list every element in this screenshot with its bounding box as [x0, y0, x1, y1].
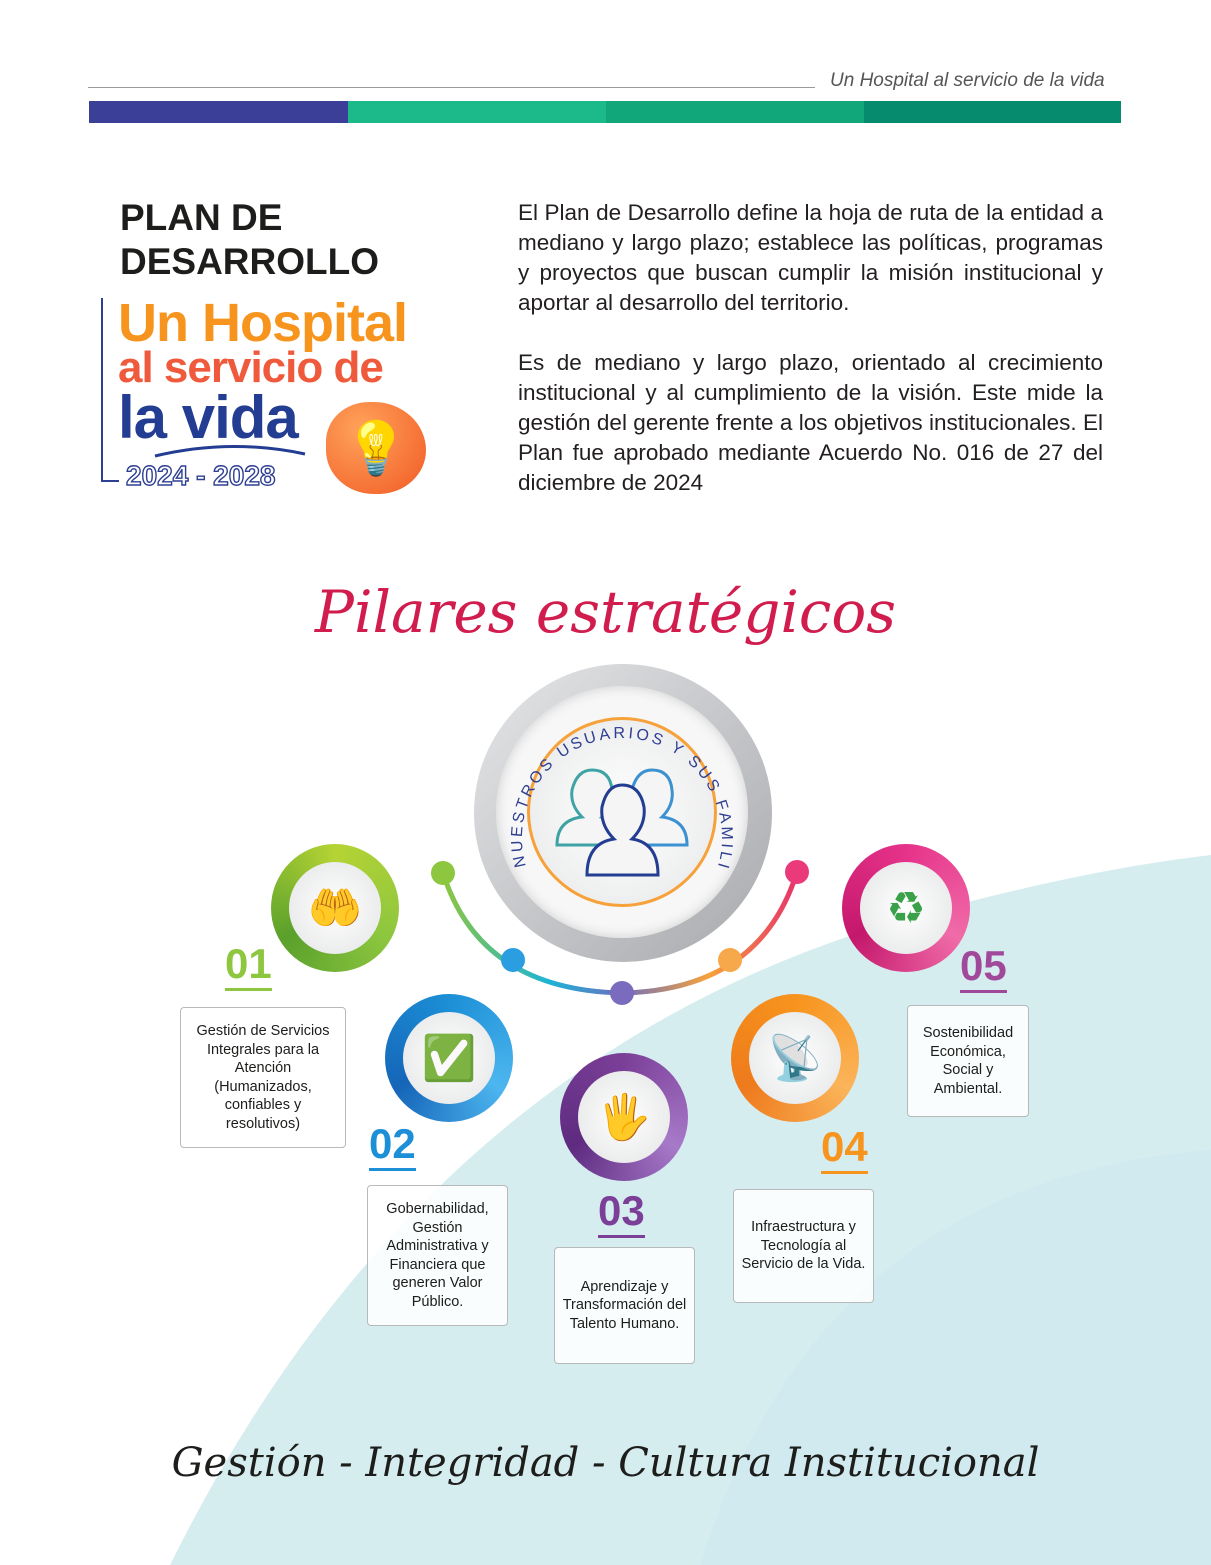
- logo-bracket: [101, 298, 103, 482]
- pillar-description: Gestión de Servicios Integrales para la …: [180, 1007, 346, 1148]
- color-bar-segment: [606, 101, 864, 123]
- pillar-number: 03: [598, 1187, 645, 1238]
- pillar-description: Sostenibilidad Económica, Social y Ambie…: [907, 1005, 1029, 1117]
- section-title: Pilares estratégicos: [314, 578, 897, 646]
- pillar-05-badge: ♻: [842, 844, 970, 972]
- pillar-number: 04: [821, 1123, 868, 1174]
- pillar-description: Aprendizaje y Transformación del Talento…: [554, 1247, 695, 1364]
- pillar-01-badge: 🤲: [271, 844, 399, 972]
- recycle-icon: ♻: [860, 862, 952, 954]
- lightbulb-icon: 💡: [326, 402, 426, 494]
- logo-line-2: al servicio de: [118, 343, 384, 392]
- connector-dot: [501, 948, 525, 972]
- connector-dot: [610, 981, 634, 1005]
- logo-bracket: [101, 480, 119, 482]
- header-tagline: Un Hospital al servicio de la vida: [830, 70, 1105, 91]
- pillar-03-badge: 🖐: [560, 1053, 688, 1181]
- connector-dot: [785, 860, 809, 884]
- logo-years: 2024 - 2028: [125, 459, 276, 491]
- pillar-number: 01: [225, 940, 272, 991]
- header-rule: [88, 87, 815, 88]
- intro-paragraph: Es de mediano y largo plazo, orientado a…: [518, 350, 1103, 495]
- pillar-02-badge: ✅: [385, 994, 513, 1122]
- hands-heart-icon: 🖐: [578, 1071, 670, 1163]
- pillar-description: Infraestructura y Tecnología al Servicio…: [733, 1189, 874, 1303]
- check-chart-icon: ✅: [403, 1012, 495, 1104]
- technology-network-icon: 📡: [749, 1012, 841, 1104]
- color-bar-segment: [89, 101, 348, 123]
- logo-swoosh: [154, 444, 306, 458]
- pillar-number: 05: [960, 942, 1007, 993]
- footer-values: Gestión - Integridad - Cultura Instituci…: [171, 1440, 1040, 1486]
- connector-dot: [431, 861, 455, 885]
- users-icon: [555, 768, 689, 877]
- logo-line-3: la vida: [118, 384, 299, 451]
- logo-line-1: Un Hospital: [118, 293, 408, 353]
- color-bar-segment: [864, 101, 1121, 123]
- color-bar-segment: [348, 101, 606, 123]
- connector-dot: [718, 948, 742, 972]
- pillar-04-badge: 📡: [731, 994, 859, 1122]
- pillar-number: 02: [369, 1120, 416, 1171]
- intro-paragraph: El Plan de Desarrollo define la hoja de …: [518, 200, 1103, 315]
- pillar-description: Gobernabilidad, Gestión Administrativa y…: [367, 1185, 508, 1326]
- heart-hands-icon: 🤲: [289, 862, 381, 954]
